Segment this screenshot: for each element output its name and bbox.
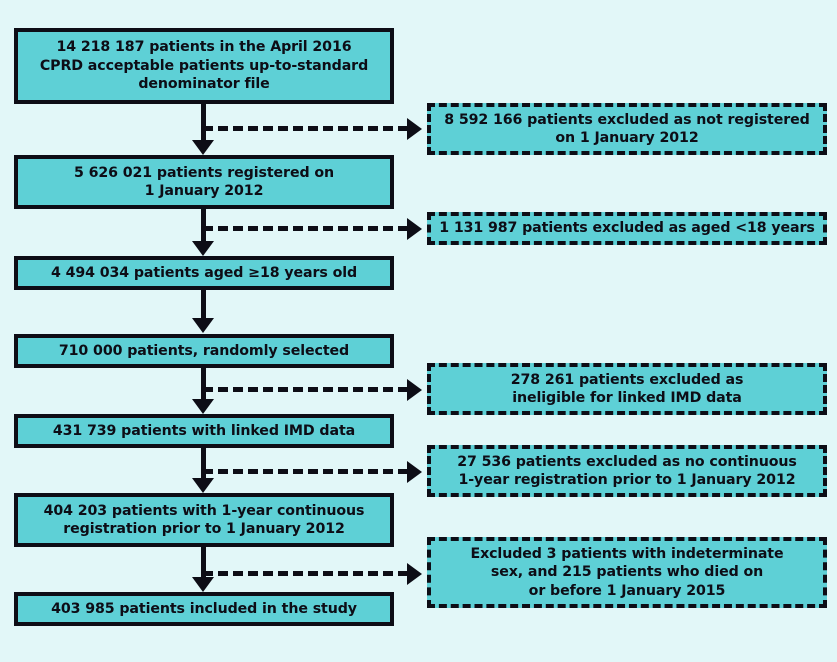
- connector-line-n5-n6: [201, 448, 206, 479]
- flow-node-label: 4 494 034 patients aged ≥18 years old: [50, 264, 358, 281]
- connector-line-n4-n5: [201, 368, 206, 400]
- exclusion-node-indeterminate-sex-and-died: Excluded 3 patients with indeterminate s…: [427, 537, 827, 608]
- branch-arrowhead-to-exclusion-indeterminate-sex: [407, 563, 422, 585]
- flow-node-label: 14 218 187 patients in the April 2016 CP…: [39, 39, 369, 93]
- connector-line-n1-n2: [201, 104, 206, 142]
- flow-node-label: 404 203 patients with 1-year continuous …: [43, 502, 365, 537]
- branch-arrowhead-to-exclusion-no-continuous-registration: [407, 461, 422, 483]
- exclusion-node-label: 278 261 patients excluded as ineligible …: [510, 371, 744, 406]
- flow-node-label: 403 985 patients included in the study: [51, 600, 357, 617]
- exclusion-node-ineligible-imd: 278 261 patients excluded as ineligible …: [427, 363, 827, 415]
- flow-node-label: 5 626 021 patients registered on 1 Janua…: [73, 164, 335, 199]
- connector-arrowhead-n3-n4: [192, 318, 214, 333]
- exclusion-node-label: 8 592 166 patients excluded as not regis…: [444, 111, 810, 146]
- branch-line-to-exclusion-not-registered: [203, 126, 408, 131]
- connector-arrowhead-n4-n5: [192, 399, 214, 414]
- connector-line-n3-n4: [201, 290, 206, 319]
- flow-node-registered-2012: 5 626 021 patients registered on 1 Janua…: [14, 155, 394, 209]
- exclusion-node-label: 1 131 987 patients excluded as aged <18 …: [439, 220, 815, 237]
- branch-line-to-exclusion-no-continuous-registration: [203, 469, 408, 474]
- exclusion-node-no-continuous-registration: 27 536 patients excluded as no continuou…: [427, 445, 827, 497]
- exclusion-node-under-18: 1 131 987 patients excluded as aged <18 …: [427, 212, 827, 245]
- connector-arrowhead-n5-n6: [192, 478, 214, 493]
- branch-line-to-exclusion-under-18: [203, 226, 408, 231]
- flow-node-random-sample: 710 000 patients, randomly selected: [14, 334, 394, 368]
- branch-line-to-exclusion-ineligible-imd: [203, 387, 408, 392]
- branch-line-to-exclusion-indeterminate-sex: [203, 571, 408, 576]
- connector-line-n6-n7: [201, 547, 206, 579]
- exclusion-node-label: Excluded 3 patients with indeterminate s…: [470, 545, 784, 599]
- flow-node-included-in-study: 403 985 patients included in the study: [14, 592, 394, 626]
- flow-node-denominator-file: 14 218 187 patients in the April 2016 CP…: [14, 28, 394, 104]
- exclusion-node-label: 27 536 patients excluded as no continuou…: [457, 453, 797, 488]
- flow-node-label: 431 739 patients with linked IMD data: [52, 422, 356, 439]
- connector-arrowhead-n2-n3: [192, 241, 214, 256]
- flow-node-continuous-registration: 404 203 patients with 1-year continuous …: [14, 493, 394, 547]
- flow-node-linked-imd: 431 739 patients with linked IMD data: [14, 414, 394, 448]
- branch-arrowhead-to-exclusion-under-18: [407, 218, 422, 240]
- flow-node-label: 710 000 patients, randomly selected: [58, 342, 350, 359]
- connector-arrowhead-n1-n2: [192, 140, 214, 155]
- connector-arrowhead-n6-n7: [192, 577, 214, 592]
- branch-arrowhead-to-exclusion-not-registered: [407, 118, 422, 140]
- branch-arrowhead-to-exclusion-ineligible-imd: [407, 379, 422, 401]
- flow-node-aged-18-plus: 4 494 034 patients aged ≥18 years old: [14, 256, 394, 290]
- exclusion-node-not-registered: 8 592 166 patients excluded as not regis…: [427, 103, 827, 155]
